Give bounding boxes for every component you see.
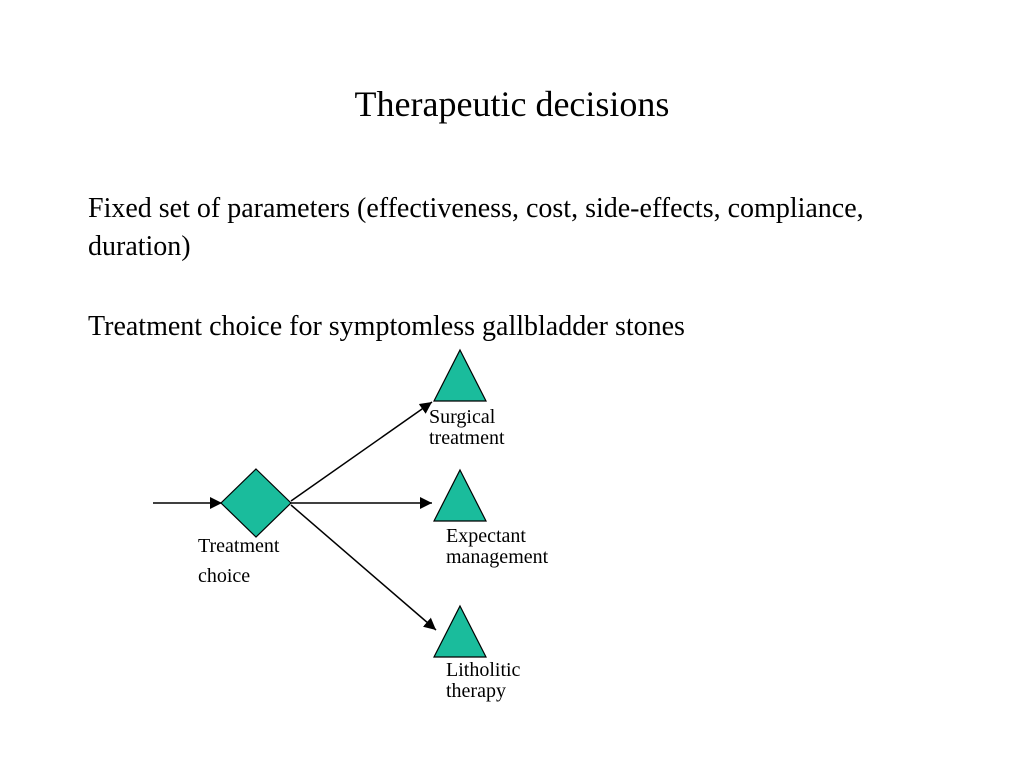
treatment-choice-paragraph: Treatment choice for symptomless gallbla… — [88, 311, 685, 342]
arrow-to-surgical-treatment — [290, 401, 433, 502]
litholitic-label-line-2: therapy — [446, 680, 506, 702]
outcome-triangle-surgical — [433, 348, 487, 402]
expectant-label-line-1: Expectant — [446, 525, 526, 547]
decision-diamond — [220, 468, 292, 538]
expectant-label-line-2: management — [446, 546, 549, 568]
parameters-paragraph: Fixed set of parameters (effectiveness, … — [88, 193, 864, 262]
surgical-label-line-2: treatment — [429, 427, 505, 449]
expectant-management-label: Expectant management — [446, 526, 548, 568]
arrow-to-litholitic-therapy — [290, 504, 437, 631]
decision-label-line-1: Treatment — [198, 535, 280, 557]
decision-node-label: Treatment choice — [198, 531, 279, 591]
litholitic-therapy-label: Litholitic therapy — [446, 660, 520, 702]
decision-label-line-2: choice — [198, 565, 251, 587]
slide-title: Therapeutic decisions — [354, 84, 670, 124]
surgical-treatment-label: Surgical treatment — [429, 407, 505, 449]
litholitic-label-line-1: Litholitic — [446, 659, 521, 681]
surgical-label-line-1: Surgical — [429, 406, 496, 428]
outcome-triangle-expectant — [433, 468, 487, 522]
outcome-triangle-litholitic — [433, 604, 487, 658]
